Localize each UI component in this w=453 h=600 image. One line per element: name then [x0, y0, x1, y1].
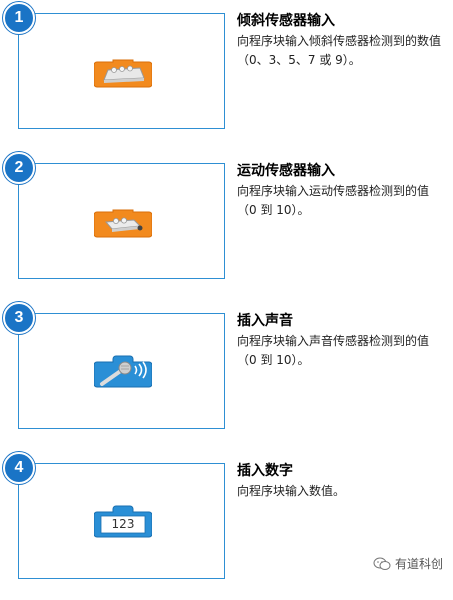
- preview-frame: 123: [18, 463, 225, 579]
- tilt-sensor-block-icon: [94, 59, 152, 88]
- step-badge: 4: [3, 452, 35, 484]
- motion-sensor-block-icon: [94, 209, 152, 238]
- description-line: 向程序块输入倾斜传感器检测到的数值: [237, 34, 442, 48]
- description-line: 向程序块输入数值。: [237, 484, 346, 498]
- wechat-icon: [373, 557, 391, 570]
- preview-frame: [18, 313, 225, 429]
- description-line: 向程序块输入运动传感器检测到的值: [237, 184, 430, 198]
- description-line: （0 到 10）。: [237, 353, 310, 367]
- watermark: 有道科创: [373, 555, 443, 572]
- item-title: 倾斜传感器输入: [237, 13, 335, 29]
- step-badge: 1: [3, 2, 35, 34]
- item-title: 运动传感器输入: [237, 163, 335, 179]
- item-title: 插入数字: [237, 463, 293, 479]
- step-badge: 3: [3, 302, 35, 334]
- preview-frame: [18, 13, 225, 129]
- description-line: （0、3、5、7 或 9）。: [237, 53, 361, 67]
- number-input-block-icon: 123: [94, 504, 152, 540]
- preview-frame: [18, 163, 225, 279]
- item-description: 向程序块输入倾斜传感器检测到的数值 （0、3、5、7 或 9）。: [237, 32, 451, 70]
- sound-microphone-block-icon: [94, 355, 152, 388]
- step-badge: 2: [3, 152, 35, 184]
- item-card-2: 2 运动传感器输入 向程序块输入运动传感器检测到的值 （0 到 10）。: [0, 150, 453, 300]
- watermark-text: 有道科创: [395, 557, 444, 571]
- item-description: 向程序块输入运动传感器检测到的值 （0 到 10）。: [237, 182, 451, 220]
- number-value: 123: [111, 517, 135, 531]
- item-description: 向程序块输入声音传感器检测到的值 （0 到 10）。: [237, 332, 451, 370]
- item-card-3: 3 插入声音 向程序块输入声音传感器检测到的值 （0 到 10）。: [0, 300, 453, 450]
- number-block-shape: [94, 505, 152, 538]
- item-card-1: 1 倾斜传感器输入 向程序块输入倾斜传感器检测到的数值 （0、3、5、7 或 9…: [0, 0, 453, 150]
- item-title: 插入声音: [237, 313, 293, 329]
- description-line: （0 到 10）。: [237, 203, 310, 217]
- description-line: 向程序块输入声音传感器检测到的值: [237, 334, 430, 348]
- item-description: 向程序块输入数值。: [237, 482, 451, 501]
- item-card-4: 123 4 插入数字 向程序块输入数值。: [0, 450, 453, 600]
